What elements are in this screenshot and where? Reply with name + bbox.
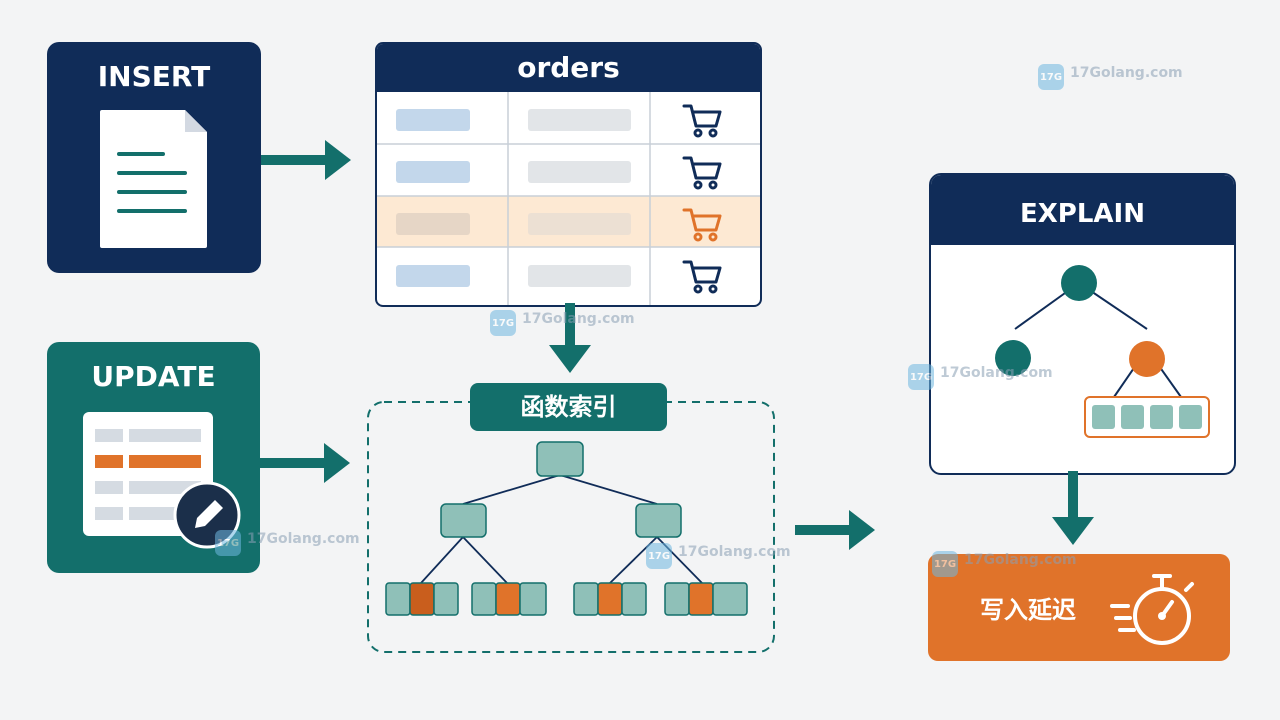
update-card: UPDATE <box>47 342 260 573</box>
watermark: 17G 17Golang.com <box>646 543 791 569</box>
watermark-logo-icon: 17G <box>1038 64 1064 90</box>
write-latency-box: 写入延迟 <box>928 554 1230 661</box>
watermark: 17G 17Golang.com <box>1038 64 1183 90</box>
watermark: 17G 17Golang.com <box>215 530 360 556</box>
table-cells <box>396 109 631 287</box>
orders-table-rows <box>377 92 760 305</box>
query-plan-tree <box>995 265 1210 438</box>
arrow-right-icon <box>260 443 350 483</box>
arrow-right-icon <box>795 510 875 550</box>
cart-icon <box>682 104 722 294</box>
btree-icon <box>367 401 775 653</box>
write-latency-label: 写入延迟 <box>980 596 1076 624</box>
insert-card: INSERT <box>47 42 261 273</box>
watermark-logo-icon: 17G <box>932 551 958 577</box>
stopwatch-icon <box>1110 574 1194 645</box>
watermark-logo-icon: 17G <box>646 543 672 569</box>
update-title: UPDATE <box>91 360 216 393</box>
document-icon <box>100 110 207 248</box>
arrow-down-icon <box>1052 471 1094 545</box>
arrow-right-icon <box>261 140 351 180</box>
watermark: 17G 17Golang.com <box>932 551 1077 577</box>
watermark-logo-icon: 17G <box>215 530 241 556</box>
explain-panel: EXPLAIN <box>929 173 1236 475</box>
explain-title: EXPLAIN <box>931 175 1234 245</box>
function-index-label: 函数索引 <box>470 383 667 431</box>
orders-table: orders <box>375 42 762 307</box>
watermark: 17G 17Golang.com <box>908 364 1053 390</box>
watermark: 17G 17Golang.com <box>490 310 635 336</box>
watermark-logo-icon: 17G <box>490 310 516 336</box>
insert-title: INSERT <box>97 60 211 93</box>
arrow-down-icon <box>549 303 591 373</box>
list-form-icon <box>83 412 241 549</box>
watermark-logo-icon: 17G <box>908 364 934 390</box>
orders-table-title: orders <box>377 44 760 92</box>
